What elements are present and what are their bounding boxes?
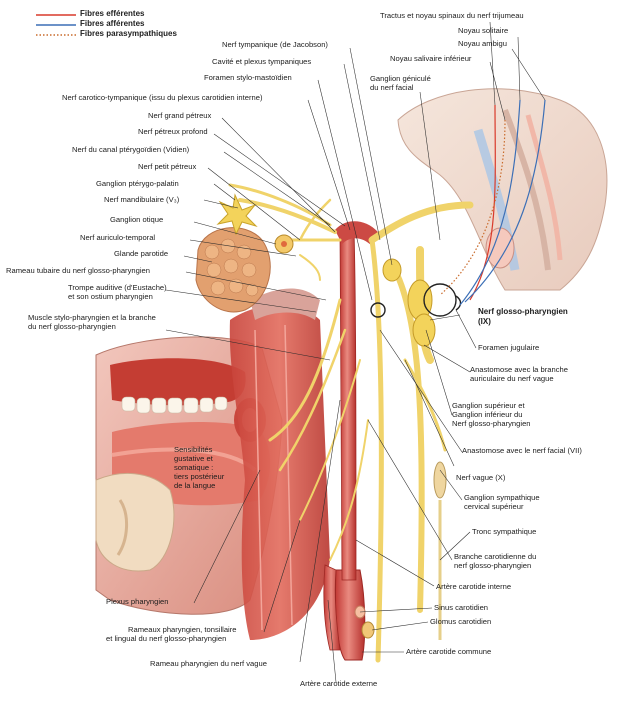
- pharynx-muscles: [229, 288, 330, 640]
- label-sensibilites-5: de la langue: [174, 481, 216, 490]
- brainstem: [397, 88, 608, 291]
- label-canal-pterygoidien: Nerf du canal ptérygoïdien (Vidien): [72, 145, 190, 154]
- label-ganglion-symp-2: cervical supérieur: [464, 502, 524, 511]
- label-ganglion-symp-1: Ganglion sympathique: [464, 493, 540, 502]
- nerve-bundles: [228, 183, 474, 663]
- label-glomus-carotidien: Glomus carotidien: [430, 617, 492, 626]
- label-anastomose-aur-1: Anastomose avec la branche: [470, 365, 568, 374]
- label-nerf-tympanique: Nerf tympanique (de Jacobson): [222, 40, 328, 49]
- carotid-arteries: [323, 221, 378, 661]
- label-nerf-vague: Nerf vague (X): [456, 473, 506, 482]
- label-ganglion-sup-3: Nerf glosso-pharyngien: [452, 419, 531, 428]
- label-anastomose-aur-2: auriculaire du nerf vague: [470, 374, 554, 383]
- label-branche-carot-1: Branche carotidienne du: [454, 552, 537, 561]
- label-glande-parotide: Glande parotide: [114, 249, 169, 258]
- label-noyau-ambigu: Noyau ambigu: [458, 39, 507, 48]
- label-sensibilites-1: Sensibilités: [174, 445, 213, 454]
- legend-parasympathetic: Fibres parasympathiques: [80, 29, 177, 38]
- label-anastomose-facial: Anastomose avec le nerf facial (VII): [462, 446, 582, 455]
- label-sensibilites-2: gustative et: [174, 454, 213, 463]
- label-sinus-carotidien: Sinus carotidien: [434, 603, 489, 612]
- label-nerf-carotico: Nerf carotico-tympanique (issu du plexus…: [62, 93, 263, 102]
- label-glosso-pharyngien: Nerf glosso-pharyngien: [478, 307, 568, 316]
- label-tractus-trijumeau: Tractus et noyau spinaux du nerf trijume…: [380, 11, 524, 20]
- label-grand-petreux: Nerf grand pétreux: [148, 111, 212, 120]
- sympathetic-structures: [354, 461, 447, 640]
- label-branche-carot-2: nerf glosso-pharyngien: [454, 561, 532, 570]
- label-ganglion-genicule-2: du nerf facial: [370, 83, 414, 92]
- label-trompe-1: Trompe auditive (d'Eustache): [68, 283, 167, 292]
- label-ganglion-otique: Ganglion otique: [110, 215, 164, 224]
- label-ganglion-sup-2: Ganglion inférieur du: [452, 410, 523, 419]
- label-carotide-interne: Artère carotide interne: [436, 582, 512, 591]
- label-rameaux-2: et lingual du nerf glosso-pharyngien: [106, 634, 227, 643]
- legend-afferent: Fibres afférentes: [80, 19, 145, 28]
- label-carotide-externe: Artère carotide externe: [300, 679, 378, 688]
- label-rameau-pharyngien-vague: Rameau pharyngien du nerf vague: [150, 659, 267, 668]
- label-noyau-salivaire: Noyau salivaire inférieur: [390, 54, 472, 63]
- label-ganglion-pterygo: Ganglion ptérygo-palatin: [96, 179, 179, 188]
- legend-efferent: Fibres efférentes: [80, 9, 145, 18]
- glossopharyngeal-ganglia: [370, 258, 462, 347]
- label-foramen-jugulaire: Foramen jugulaire: [478, 343, 540, 352]
- parotid-gland: [195, 227, 271, 313]
- label-foramen-stylo: Foramen stylo-mastoïdien: [204, 73, 292, 82]
- label-carotide-commune: Artère carotide commune: [406, 647, 492, 656]
- label-glosso-ix: (IX): [478, 317, 491, 326]
- legend-swatches: [36, 14, 76, 36]
- label-rameau-tubaire: Rameau tubaire du nerf glosso-pharyngien: [6, 266, 150, 275]
- label-plexus-pharyngien: Plexus pharyngien: [106, 597, 169, 606]
- fiber-tracts: [439, 99, 546, 306]
- label-noyau-solitaire: Noyau solitaire: [458, 26, 509, 35]
- label-ganglion-genicule-1: Ganglion géniculé: [370, 74, 431, 83]
- label-cavite-plexus: Cavité et plexus tympaniques: [212, 57, 312, 66]
- label-tronc-symp: Tronc sympathique: [472, 527, 537, 536]
- leader-lines: [165, 21, 546, 683]
- label-petit-petreux: Nerf petit pétreux: [138, 162, 197, 171]
- label-auriculo-temporal: Nerf auriculo-temporal: [80, 233, 156, 242]
- label-rameaux-1: Rameaux pharyngien, tonsillaire: [128, 625, 237, 634]
- label-ganglion-sup-1: Ganglion supérieur et: [452, 401, 525, 410]
- label-trompe-2: et son ostium pharyngien: [68, 292, 153, 301]
- label-muscle-stylo-1: Muscle stylo-pharyngien et la branche: [28, 313, 156, 322]
- label-sensibilites-4: tiers postérieur: [174, 472, 225, 481]
- label-muscle-stylo-2: du nerf glosso-pharyngien: [28, 322, 116, 331]
- label-sensibilites-3: somatique :: [174, 463, 214, 472]
- label-petreux-profond: Nerf pétreux profond: [138, 127, 208, 136]
- label-mandibulaire: Nerf mandibulaire (V₃): [104, 195, 180, 204]
- oral-cavity-section: [95, 336, 283, 615]
